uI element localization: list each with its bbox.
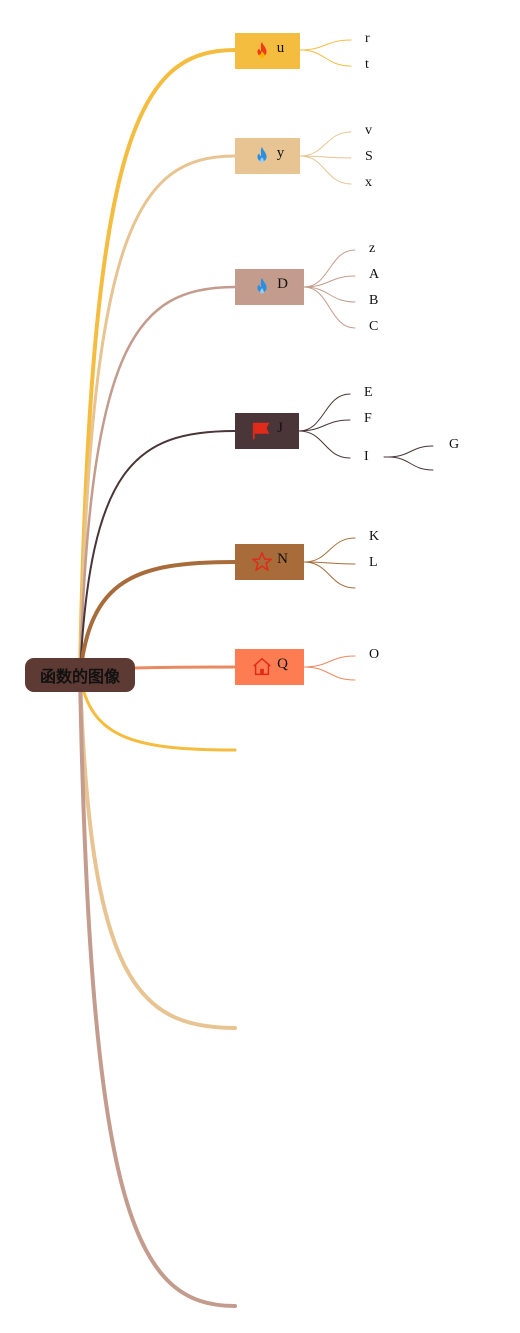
leaf-F[interactable]: F xyxy=(364,411,372,426)
fire-icon xyxy=(251,40,273,62)
main-branch-N xyxy=(78,560,237,677)
leaf-connector-Q-1 xyxy=(303,666,356,681)
main-branch-y xyxy=(78,154,237,677)
topic-label: y xyxy=(276,144,285,161)
sub-connector-1 xyxy=(387,456,434,471)
leaf-S[interactable]: S xyxy=(365,149,373,164)
star-icon xyxy=(251,551,273,573)
flag-icon xyxy=(251,420,273,442)
leaf-connector-y-0 xyxy=(299,131,352,157)
leaf-connector-J-2 xyxy=(298,430,351,459)
leaf-connector-D-2 xyxy=(303,286,356,303)
leaf-connector-N-2 xyxy=(303,561,356,589)
leaf-z[interactable]: z xyxy=(369,241,376,256)
topic-u[interactable]: u xyxy=(235,33,300,69)
home-icon xyxy=(251,656,273,678)
topic-J[interactable]: J xyxy=(235,413,299,449)
leaf-connector-J-0 xyxy=(298,393,351,432)
main-branch-D xyxy=(78,285,237,677)
leaf-connector-D-1 xyxy=(303,275,356,288)
main-branch-J xyxy=(79,430,236,676)
main-branch-u xyxy=(78,48,237,677)
leaf-connector-u-1 xyxy=(299,49,352,67)
leaf-L[interactable]: L xyxy=(369,555,378,570)
leaf-K[interactable]: K xyxy=(369,529,380,544)
main-branch-7 xyxy=(78,673,237,752)
leaf-O[interactable]: O xyxy=(369,647,380,662)
root-topic[interactable]: 函数的图像 xyxy=(25,658,135,692)
leaf-connector-y-2 xyxy=(299,155,352,185)
leaf-v[interactable]: v xyxy=(365,123,372,138)
topic-label: u xyxy=(276,39,285,56)
leaf-r[interactable]: r xyxy=(365,31,370,46)
leaf-connector-D-0 xyxy=(303,249,356,288)
leaf-E[interactable]: E xyxy=(364,385,373,400)
leaf-I[interactable]: I xyxy=(364,449,369,464)
main-branch-9 xyxy=(78,673,237,1308)
topic-N[interactable]: N xyxy=(235,544,304,580)
leaf-A[interactable]: A xyxy=(369,267,380,282)
topic-Q[interactable]: Q xyxy=(235,649,304,685)
water-drop-icon xyxy=(251,145,273,167)
leaf-connector-J-1 xyxy=(298,419,351,432)
leaf-connector-Q-0 xyxy=(303,655,356,668)
leaf-t[interactable]: t xyxy=(365,57,369,72)
root-topic-label: 函数的图像 xyxy=(39,667,120,686)
topic-label: Q xyxy=(277,655,288,672)
water-drop-icon xyxy=(251,276,273,298)
topic-D[interactable]: D xyxy=(235,269,304,305)
topic-y[interactable]: y xyxy=(235,138,300,174)
leaf-G[interactable]: G xyxy=(449,437,460,452)
sub-connector-0 xyxy=(387,445,434,458)
leaf-x[interactable]: x xyxy=(365,175,372,190)
main-branch-8 xyxy=(78,673,237,1030)
leaf-connector-D-3 xyxy=(303,286,356,329)
leaf-connector-u-0 xyxy=(299,39,352,51)
leaf-connector-N-0 xyxy=(303,537,356,563)
topic-label: D xyxy=(277,275,288,292)
leaf-B[interactable]: B xyxy=(369,293,379,308)
topic-label: J xyxy=(277,419,283,436)
leaf-C[interactable]: C xyxy=(369,319,379,334)
topic-label: N xyxy=(277,550,288,567)
